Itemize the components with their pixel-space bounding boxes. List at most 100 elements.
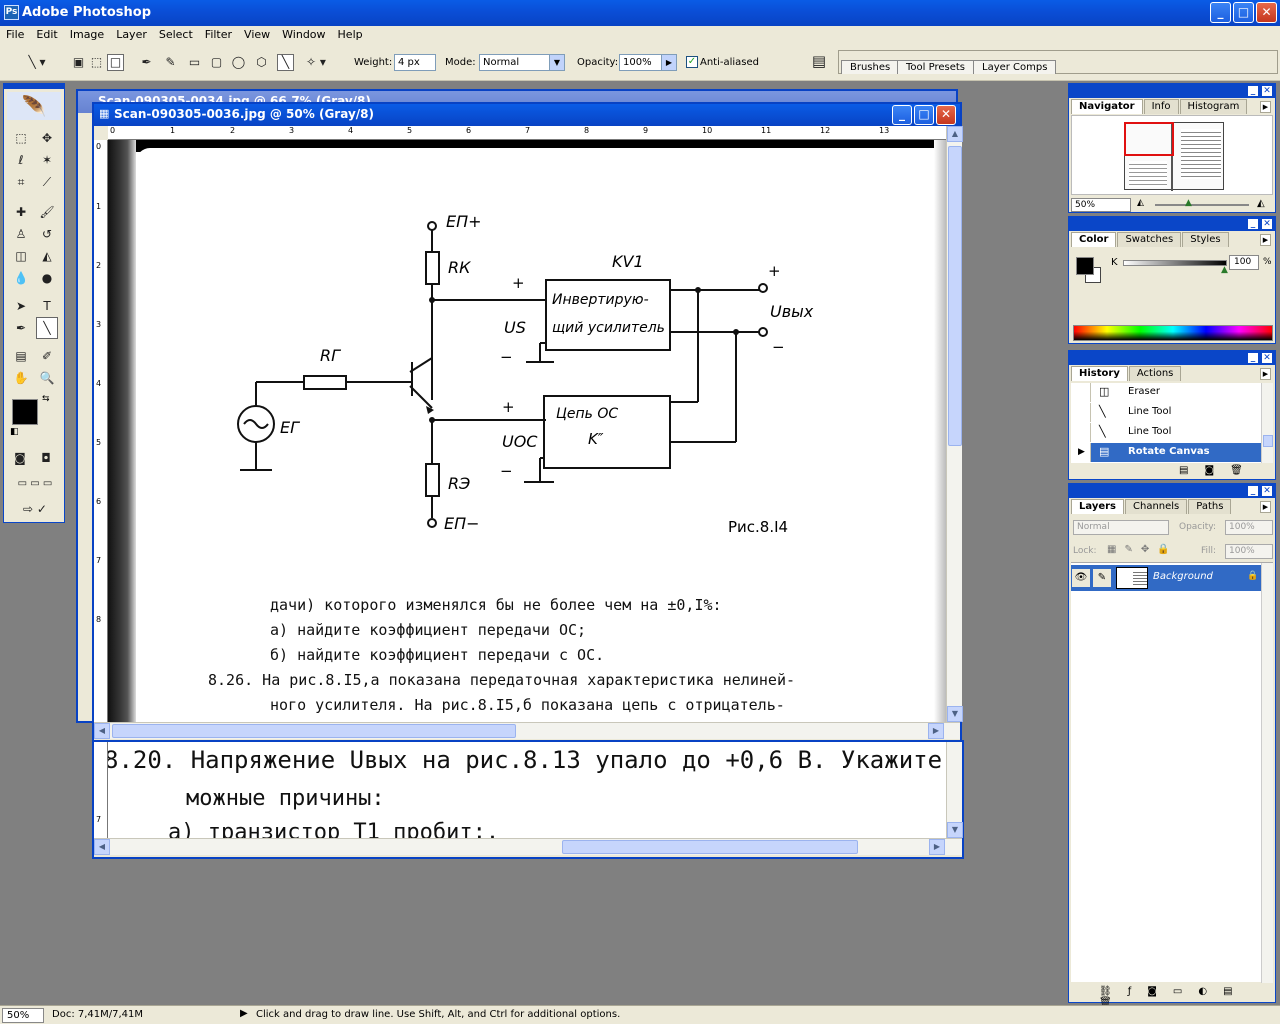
history-state-marker[interactable] (1073, 423, 1091, 442)
tab-history[interactable]: History (1071, 366, 1128, 381)
move-tool-icon[interactable]: ✥ (41, 131, 53, 145)
document-canvas[interactable]: EП+ RК KV1 + + Uвых Инвертирую- щий усил… (108, 140, 946, 722)
zoom-slider-track[interactable] (1155, 204, 1249, 206)
clone-stamp-icon[interactable]: ♙ (15, 227, 27, 241)
close-button[interactable]: ✕ (1256, 2, 1277, 23)
scroll-down-icon[interactable]: ▼ (947, 822, 963, 838)
scroll-left-icon[interactable]: ◀ (94, 839, 110, 855)
doc-maximize-button[interactable]: □ (914, 105, 934, 125)
layers-scrollbar[interactable] (1261, 563, 1273, 983)
palette-minimize-icon[interactable]: _ (1247, 485, 1259, 497)
vertical-scrollbar[interactable]: ▲ ▼ (946, 126, 963, 722)
palette-header[interactable]: _ ✕ (1069, 217, 1275, 231)
palette-header[interactable]: _ ✕ (1069, 84, 1275, 98)
history-item[interactable]: ◫ Eraser (1073, 383, 1263, 402)
quick-mask-icon[interactable]: ◘ (41, 451, 51, 465)
vertical-scrollbar-back[interactable]: ▼ (946, 740, 963, 838)
eye-visibility-icon[interactable]: 👁 (1072, 569, 1090, 587)
maximize-button[interactable]: □ (1233, 2, 1254, 23)
menu-file[interactable]: File (6, 28, 25, 41)
swap-colors-icon[interactable]: ⇆ (42, 394, 50, 404)
palette-header[interactable]: _ ✕ (1069, 484, 1275, 498)
tab-styles[interactable]: Styles (1182, 232, 1229, 247)
eyedropper-icon[interactable]: ✐ (41, 349, 53, 363)
layer-row-background[interactable]: 👁 ✎ Background 🔒 (1071, 565, 1261, 591)
well-tab-brushes[interactable]: Brushes (841, 60, 900, 74)
screen-mode-icon[interactable]: ▭ ▭ ▭ (17, 478, 53, 489)
horizontal-scrollbar[interactable]: ◀ ▶ (94, 722, 960, 739)
well-tab-layer-comps[interactable]: Layer Comps (973, 60, 1057, 74)
line-shape-icon[interactable]: ╲ (277, 54, 294, 71)
default-colors-icon[interactable]: ◧ (10, 427, 19, 437)
tab-actions[interactable]: Actions (1128, 366, 1182, 381)
lock-icons[interactable]: ▦✎✥🔒 (1107, 544, 1178, 555)
tab-channels[interactable]: Channels (1125, 499, 1188, 514)
navigator-preview[interactable] (1071, 115, 1273, 195)
palette-menu-arrow-icon[interactable]: ▶ (1260, 501, 1271, 513)
history-state-marker[interactable] (1073, 383, 1091, 402)
tab-navigator[interactable]: Navigator (1071, 99, 1143, 114)
palette-close-icon[interactable]: ✕ (1261, 352, 1273, 364)
scroll-thumb-h-back[interactable] (562, 840, 858, 854)
palette-minimize-icon[interactable]: _ (1247, 85, 1259, 97)
status-zoom-input[interactable]: 50% (2, 1008, 44, 1023)
scroll-thumb-h[interactable] (112, 724, 516, 738)
palette-minimize-icon[interactable]: _ (1247, 352, 1259, 364)
palette-minimize-icon[interactable]: _ (1247, 218, 1259, 230)
zoom-out-icon[interactable]: ◭ (1137, 198, 1144, 208)
foreground-color-swatch[interactable] (12, 399, 38, 425)
zoom-slider-thumb[interactable]: ▲ (1185, 198, 1192, 208)
opacity-input[interactable]: 100%▶ (619, 54, 677, 71)
ellipse-shape-icon[interactable]: ◯ (231, 55, 246, 69)
scroll-down-icon[interactable]: ▼ (947, 706, 963, 722)
color-k-value[interactable]: 100 (1229, 255, 1259, 270)
palette-menu-arrow-icon[interactable]: ▶ (1260, 101, 1271, 113)
menu-filter[interactable]: Filter (204, 28, 233, 41)
navigator-zoom-input[interactable]: 50% (1071, 198, 1131, 212)
polygon-shape-icon[interactable]: ⬡ (256, 55, 267, 69)
tab-color[interactable]: Color (1071, 232, 1117, 247)
menu-select[interactable]: Select (158, 28, 193, 41)
paths-icon[interactable]: ⬚ (90, 55, 103, 69)
menu-window[interactable]: Window (282, 28, 326, 41)
palette-header[interactable]: _ ✕ (1069, 351, 1275, 365)
history-scrollbar[interactable] (1261, 383, 1273, 463)
layers-opacity-input[interactable]: 100% (1225, 520, 1273, 535)
shape-layers-icon[interactable]: ▣ (72, 55, 85, 69)
pen-tool-icon[interactable]: ✒ (141, 55, 152, 69)
scroll-left-icon[interactable]: ◀ (94, 723, 110, 739)
freeform-pen-icon[interactable]: ✎ (165, 55, 176, 69)
menu-edit[interactable]: Edit (36, 28, 58, 41)
menu-layer[interactable]: Layer (116, 28, 147, 41)
document-title-bar[interactable]: ▦ Scan-090305-0036.jpg @ 50% (Gray/8) _ … (94, 104, 960, 126)
healing-brush-icon[interactable]: ✚ (15, 205, 27, 219)
palette-close-icon[interactable]: ✕ (1261, 485, 1273, 497)
document-window-front[interactable]: ▦ Scan-090305-0036.jpg @ 50% (Gray/8) _ … (92, 102, 963, 742)
tool-preset-picker[interactable]: ╲ ▾ (28, 55, 46, 69)
menu-image[interactable]: Image (69, 28, 105, 41)
palette-menu-arrow-icon[interactable]: ▶ (1260, 368, 1271, 380)
minimize-button[interactable]: _ (1210, 2, 1231, 23)
horizontal-scrollbar-back[interactable]: ◀ ▶ (94, 838, 962, 855)
history-current-marker-icon[interactable]: ▶ (1073, 443, 1091, 462)
line-tool-icon[interactable]: ╲ (36, 317, 58, 339)
tab-layers[interactable]: Layers (1071, 499, 1124, 514)
hand-tool-icon[interactable]: ✋ (13, 371, 29, 385)
brush-tool-icon[interactable]: 🖌 (39, 205, 55, 219)
dodge-tool-icon[interactable]: ● (41, 271, 53, 285)
weight-input[interactable]: 4 px (394, 54, 436, 71)
color-ramp[interactable] (1073, 325, 1273, 341)
zoom-tool-icon[interactable]: 🔍 (39, 371, 55, 385)
history-scroll-thumb[interactable] (1263, 435, 1273, 447)
tab-swatches[interactable]: Swatches (1117, 232, 1182, 247)
lasso-tool-icon[interactable]: ℓ (18, 153, 24, 167)
palette-menu-arrow-icon[interactable]: ▶ (1260, 234, 1271, 246)
eraser-tool-icon[interactable]: ◫ (15, 249, 27, 263)
history-brush-icon[interactable]: ↺ (41, 227, 53, 241)
layers-footer-buttons[interactable]: ⛓ƒ◙▭◐▤🗑 (1099, 986, 1249, 1008)
palette-well-icon[interactable]: ▤ (811, 52, 827, 70)
status-menu-arrow-icon[interactable]: ▶ (240, 1008, 248, 1019)
color-fg-swatch[interactable] (1076, 257, 1094, 275)
mode-select[interactable]: Normal▼ (479, 54, 565, 71)
magic-wand-icon[interactable]: ✶ (41, 153, 53, 167)
